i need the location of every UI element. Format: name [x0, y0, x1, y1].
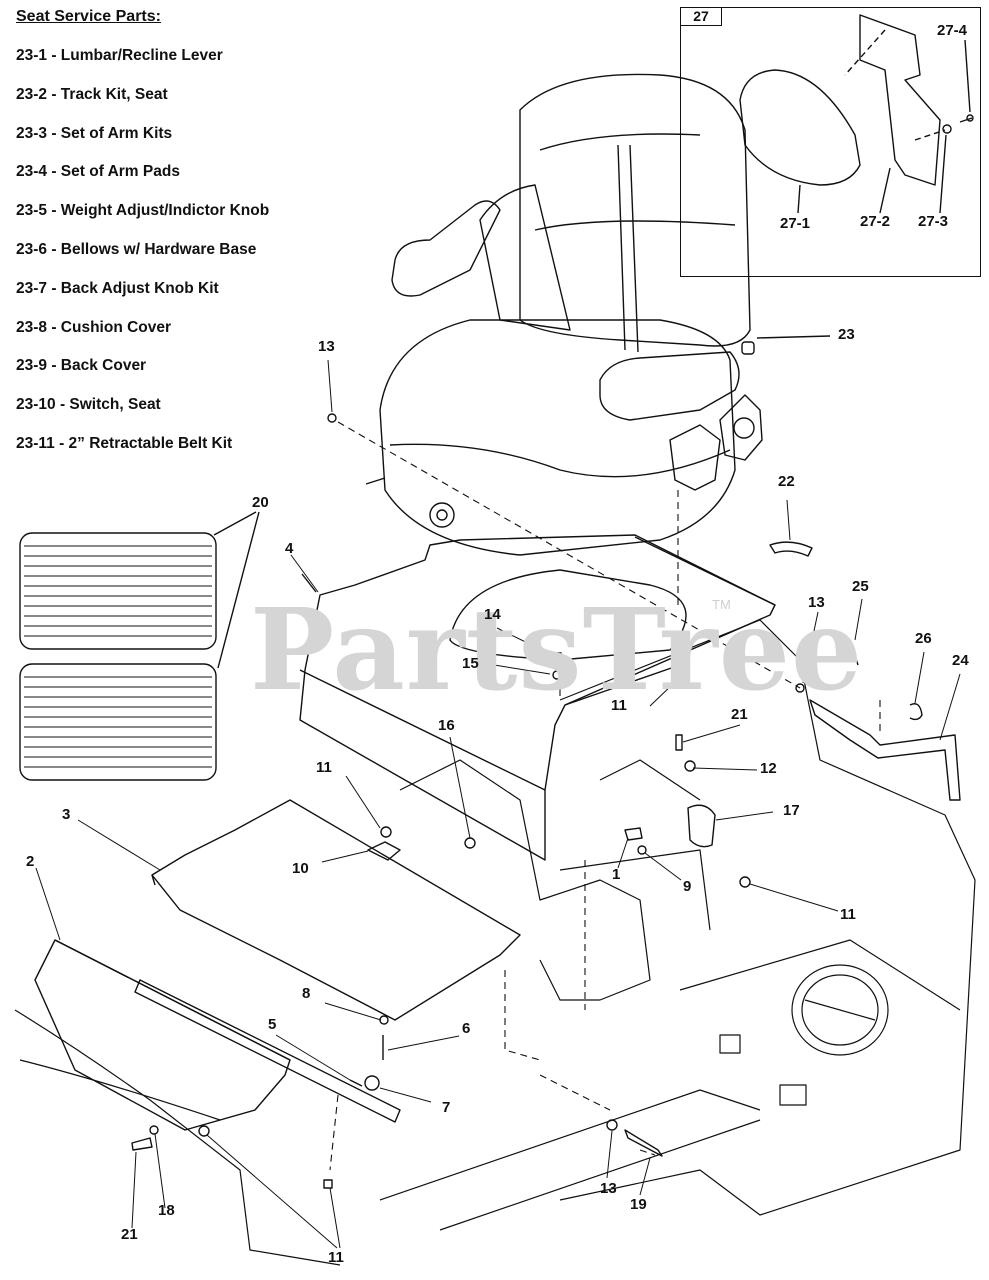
callout-label: 13 [318, 338, 335, 355]
callout-label: 11 [316, 759, 332, 776]
callout-label: 8 [302, 985, 311, 1002]
service-part-item: 23-11 - 2” Retractable Belt Kit [16, 434, 233, 452]
callout-label: 4 [285, 540, 294, 557]
callout-label: 11 [840, 906, 856, 923]
lever-hardware [769, 541, 961, 801]
callout-label: 16 [438, 717, 455, 734]
service-part-item: 23-1 - Lumbar/Recline Lever [16, 47, 223, 64]
trademark-mark: TM [712, 597, 731, 612]
callout-label: 1 [612, 866, 621, 883]
callout-label: 26 [915, 630, 932, 647]
callout-label: 13 [600, 1180, 617, 1197]
callout-label: 13 [808, 594, 825, 611]
callout-label: 24 [952, 652, 969, 669]
headrest-inset-art [739, 14, 974, 214]
callout-leaders [35, 359, 961, 1249]
service-part-item: 23-9 - Back Cover [16, 357, 147, 375]
service-part-item: 23-10 - Switch, Seat [16, 396, 161, 414]
callout-27-3: 27-3 [918, 213, 949, 230]
callout-label: 19 [630, 1196, 647, 1213]
service-part-item: 23-6 - Bellows w/ Hardware Base [16, 240, 257, 258]
callout-label: 14 [484, 606, 501, 623]
service-parts-title: Seat Service Parts: [16, 8, 161, 25]
callout-label: 11 [328, 1249, 344, 1266]
seat-service-parts-list: Seat Service Parts: 23-1 - Lumbar/Reclin… [16, 8, 376, 473]
fasteners [131, 413, 751, 1189]
seat-plate [299, 534, 776, 861]
callout-label: 11 [611, 697, 627, 714]
callout-27-4: 27-4 [937, 22, 968, 39]
callout-label: 2 [26, 853, 35, 870]
seat-assembly [365, 73, 831, 556]
service-part-item: 23-4 - Set of Arm Pads [16, 163, 180, 181]
callout-label: 22 [778, 473, 795, 490]
service-part-item: 23-3 - Set of Arm Kits [16, 124, 173, 142]
dashed-leader-lines [329, 421, 881, 1171]
callout-label: 7 [442, 1099, 451, 1116]
decal-panels [19, 511, 260, 781]
callout-label: 15 [462, 655, 479, 672]
callout-27-2: 27-2 [860, 213, 891, 230]
front-panel [34, 939, 401, 1131]
callout-label: 23 [838, 326, 855, 343]
callout-label: 20 [252, 494, 269, 511]
service-part-item: 23-8 - Cushion Cover [16, 318, 172, 336]
mower-frame [14, 619, 976, 1266]
callout-label: 21 [121, 1226, 138, 1243]
callout-label: 5 [268, 1016, 277, 1033]
callout-label: 9 [683, 878, 692, 895]
callout-label: 10 [292, 860, 309, 877]
service-part-item: 23-2 - Track Kit, Seat [16, 85, 168, 103]
headrest-inset-box: 27 [680, 7, 981, 277]
callout-label: 12 [760, 760, 777, 777]
service-part-item: 23-7 - Back Adjust Knob Kit [16, 279, 219, 297]
callout-label: 17 [783, 802, 800, 819]
callout-label: 3 [62, 806, 71, 823]
floor-plate [151, 799, 521, 1021]
callout-label: 21 [731, 706, 748, 723]
service-part-item: 23-5 - Weight Adjust/Indictor Knob [16, 202, 270, 220]
inset-tag: 27 [681, 8, 722, 26]
callout-label: 25 [852, 578, 869, 595]
callout-label: 6 [462, 1020, 471, 1037]
callout-27-1: 27-1 [780, 215, 811, 232]
watermark: PartsTree [250, 585, 864, 716]
callout-label: 18 [158, 1202, 175, 1219]
